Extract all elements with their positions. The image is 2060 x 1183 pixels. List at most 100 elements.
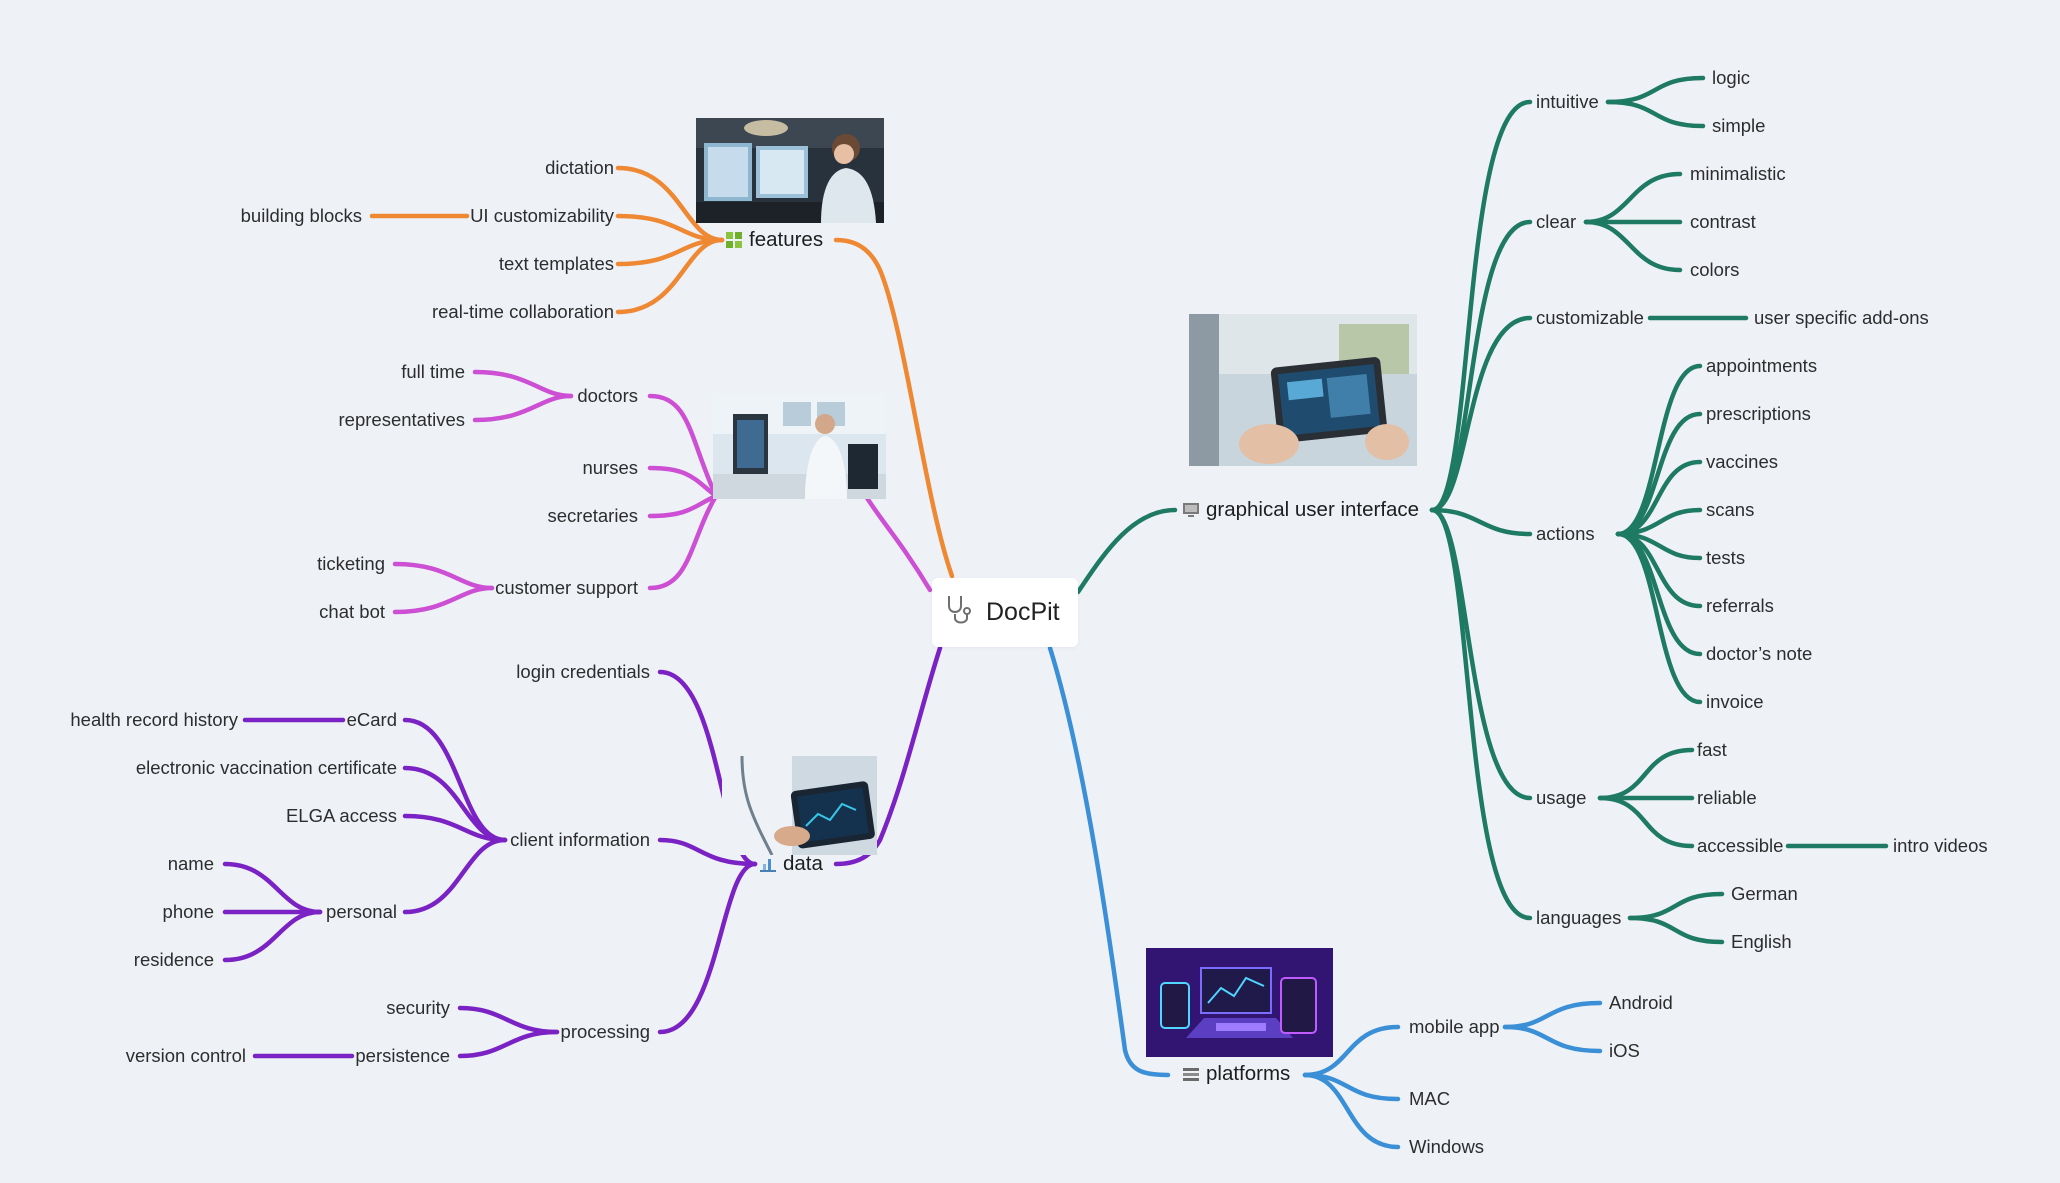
node-nurses[interactable]: nurses	[582, 457, 638, 478]
node-languages[interactable]: languages	[1536, 907, 1622, 928]
connector-client-ecard	[402, 717, 508, 843]
node-logic[interactable]: logic	[1712, 67, 1751, 88]
node-reliable[interactable]: reliable	[1697, 787, 1757, 808]
node-persistence[interactable]: persistence	[355, 1045, 450, 1066]
connector-intuitive-logic	[1605, 75, 1706, 105]
doctor-desk-image	[713, 394, 886, 499]
connector-team-support	[647, 493, 719, 591]
node-referrals[interactable]: referrals	[1706, 595, 1774, 616]
node-user-specific-addons[interactable]: user specific add-ons	[1754, 307, 1929, 328]
node-customer-support[interactable]: customer support	[495, 577, 638, 598]
node-name[interactable]: name	[167, 853, 214, 874]
node-customizable[interactable]: customizable	[1536, 307, 1644, 328]
central-topic[interactable]: DocPit	[932, 578, 1078, 647]
connector-intuitive-simple	[1605, 99, 1706, 129]
branch-data[interactable]: data	[760, 851, 823, 879]
node-windows[interactable]: Windows	[1409, 1136, 1485, 1157]
connector-actions-prescriptions	[1615, 411, 1703, 537]
node-full-time[interactable]: full time	[401, 361, 465, 382]
connector-data-login	[657, 669, 758, 867]
connector-actions-note	[1615, 531, 1703, 657]
connector-center-team	[859, 487, 933, 593]
node-personal[interactable]: personal	[326, 901, 397, 922]
connector-clear-colors	[1583, 219, 1683, 273]
node-ecard[interactable]: eCard	[346, 709, 397, 730]
node-building-blocks[interactable]: building blocks	[240, 205, 362, 226]
branch-features-label: features	[749, 228, 824, 251]
node-intro-videos[interactable]: intro videos	[1893, 835, 1988, 856]
connector-client-elga	[402, 813, 508, 843]
node-vaccination-certificate[interactable]: electronic vaccination certificate	[135, 757, 397, 778]
node-residence[interactable]: residence	[133, 949, 214, 970]
node-elga-access[interactable]: ELGA access	[285, 805, 397, 826]
node-chat-bot[interactable]: chat bot	[319, 601, 385, 622]
branch-platforms[interactable]: platforms	[1183, 1061, 1290, 1089]
node-representatives[interactable]: representatives	[338, 409, 465, 430]
node-ticketing[interactable]: ticketing	[317, 553, 385, 574]
node-doctors[interactable]: doctors	[577, 385, 638, 406]
node-colors[interactable]: colors	[1690, 259, 1740, 280]
node-accessible[interactable]: accessible	[1697, 835, 1784, 856]
connector-gui-languages	[1429, 507, 1533, 921]
node-security[interactable]: security	[386, 997, 450, 1018]
connector-languages-english	[1627, 915, 1725, 945]
node-clear[interactable]: clear	[1536, 211, 1577, 232]
node-ui-customizability[interactable]: UI customizability	[470, 205, 614, 226]
connector-personal-name	[222, 861, 323, 915]
connector-clear-minimalistic	[1583, 171, 1683, 225]
node-login-credentials[interactable]: login credentials	[516, 661, 650, 682]
node-intuitive[interactable]: intuitive	[1536, 91, 1599, 112]
branch-platforms-label: platforms	[1206, 1062, 1291, 1085]
branch-gui[interactable]: graphical user interface	[1183, 497, 1419, 525]
connector-client-vacc	[402, 765, 508, 843]
connector-team-doctors	[647, 393, 719, 499]
node-secretaries[interactable]: secretaries	[547, 505, 638, 526]
node-processing[interactable]: processing	[560, 1021, 650, 1042]
node-english[interactable]: English	[1731, 931, 1792, 952]
connector-gui-clear	[1429, 219, 1533, 513]
node-doctors-note[interactable]: doctor’s note	[1706, 643, 1813, 664]
connector-center-data	[833, 645, 943, 867]
node-tests[interactable]: tests	[1706, 547, 1746, 568]
stethoscope-icon	[944, 594, 974, 631]
node-health-record-history[interactable]: health record history	[70, 709, 238, 730]
connector-platforms-windows	[1302, 1072, 1401, 1150]
node-contrast[interactable]: contrast	[1690, 211, 1756, 232]
gui-tablet-image	[1189, 314, 1417, 466]
connector-features-collab	[615, 237, 725, 315]
node-mac[interactable]: MAC	[1409, 1088, 1451, 1109]
chart-icon	[760, 853, 776, 879]
node-simple[interactable]: simple	[1712, 115, 1766, 136]
node-minimalistic[interactable]: minimalistic	[1690, 163, 1786, 184]
node-phone[interactable]: phone	[162, 901, 214, 922]
node-prescriptions[interactable]: prescriptions	[1706, 403, 1811, 424]
connector-processing-persistence	[457, 1029, 560, 1059]
platforms-devices-image	[1146, 948, 1333, 1057]
node-usage[interactable]: usage	[1536, 787, 1587, 808]
monitor-icon	[1183, 499, 1199, 525]
node-actions[interactable]: actions	[1536, 523, 1595, 544]
node-version-control[interactable]: version control	[125, 1045, 246, 1066]
node-fast[interactable]: fast	[1697, 739, 1727, 760]
connector-gui-actions	[1429, 507, 1533, 537]
node-invoice[interactable]: invoice	[1706, 691, 1764, 712]
node-appointments[interactable]: appointments	[1706, 355, 1818, 376]
node-text-templates[interactable]: text templates	[498, 253, 614, 274]
connector-support-ticketing	[392, 561, 495, 591]
node-vaccines[interactable]: vaccines	[1706, 451, 1778, 472]
node-mobile-app[interactable]: mobile app	[1409, 1016, 1500, 1037]
node-client-information[interactable]: client information	[510, 829, 650, 850]
node-scans[interactable]: scans	[1706, 499, 1755, 520]
node-android[interactable]: Android	[1609, 992, 1673, 1013]
branch-features[interactable]: features	[726, 227, 823, 255]
branch-data-label: data	[783, 852, 823, 875]
node-german[interactable]: German	[1731, 883, 1798, 904]
connector-support-chatbot	[392, 585, 495, 615]
connector-data-client	[657, 837, 758, 867]
node-dictation[interactable]: dictation	[545, 157, 614, 178]
node-ios[interactable]: iOS	[1609, 1040, 1640, 1061]
node-realtime-collaboration[interactable]: real-time collaboration	[431, 301, 614, 322]
connector-center-features	[833, 237, 955, 579]
connector-languages-german	[1627, 891, 1725, 921]
